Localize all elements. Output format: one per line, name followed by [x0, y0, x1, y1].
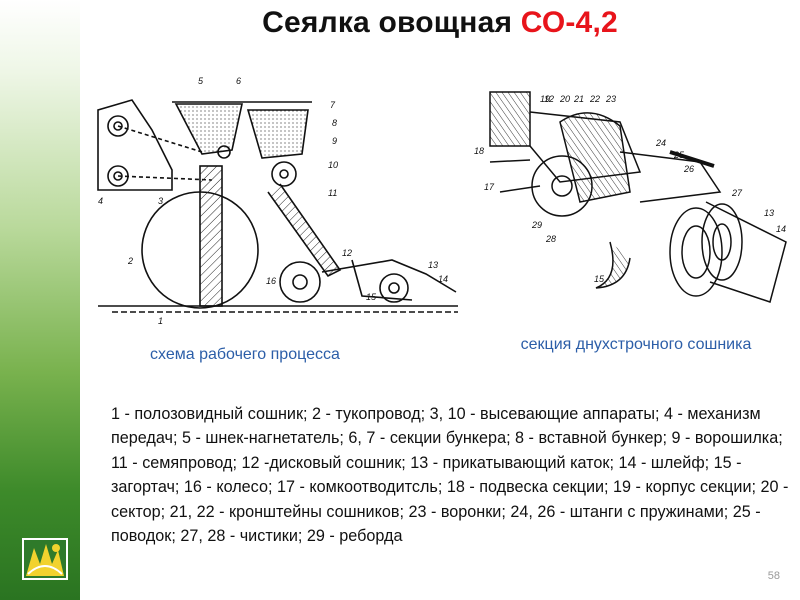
- fig-left-label-10: 10: [328, 160, 338, 170]
- fig-left-label-7: 7: [330, 100, 336, 110]
- fig-right-label-23: 23: [605, 94, 616, 104]
- fig-right-label-18: 18: [474, 146, 484, 156]
- fig-left-label-6: 6: [236, 76, 241, 86]
- fig-left-label-15: 15: [366, 292, 377, 302]
- slide-title: Сеялка овощная СО-4,2: [80, 6, 800, 40]
- fig-right-label-21: 21: [573, 94, 584, 104]
- fig-left-label-5: 5: [198, 76, 204, 86]
- fig-right-label-20: 20: [559, 94, 570, 104]
- fig-left-label-1: 1: [158, 316, 163, 326]
- university-logo-icon: [22, 538, 68, 580]
- fig-left-label-16: 16: [266, 276, 276, 286]
- fig-right-label-19: 19: [540, 94, 550, 104]
- sidebar-gradient: [0, 0, 80, 600]
- fig-right-label-27: 27: [731, 188, 743, 198]
- fig-left-label-4: 4: [98, 196, 103, 206]
- fig-left-label-14: 14: [438, 274, 448, 284]
- fig-right-label-29: 29: [531, 220, 542, 230]
- fig-right-label-12a: 12: [544, 94, 554, 104]
- coulter-section-drawing: 12 13 14 15 17 18 19 20 21 22 23 24 25 2…: [474, 91, 787, 303]
- page-number: 58: [767, 570, 780, 582]
- fig-left-label-11: 11: [328, 188, 337, 198]
- fig-left-label-9: 9: [332, 136, 337, 146]
- working-process-diagram: 1 2 3 4 5 6 7 8 9 10 11 12 13 14 15 16: [97, 76, 458, 326]
- fig-right-label-17: 17: [484, 182, 495, 192]
- fig-right-label-25: 25: [673, 150, 685, 160]
- fig-left-label-12: 12: [342, 248, 352, 258]
- title-model: СО-4,2: [520, 6, 618, 39]
- parts-legend: 1 - полозовидный сошник; 2 - тукопровод;…: [111, 405, 789, 546]
- fig-right-label-24: 24: [655, 138, 666, 148]
- fig-left-label-13: 13: [428, 260, 438, 270]
- fig-right-label-22: 22: [589, 94, 600, 104]
- caption-coulter-section: секция днухстрочного сошника: [520, 336, 752, 353]
- fig-right-label-28: 28: [545, 234, 556, 244]
- fig-right-label-13: 13: [764, 208, 774, 218]
- title-main: Сеялка овощная: [262, 6, 521, 39]
- caption-working-process: схема рабочего процесса: [150, 346, 340, 363]
- fig-right-label-15: 15: [594, 274, 605, 284]
- fig-left-label-3: 3: [158, 196, 163, 206]
- fig-right-label-14: 14: [776, 224, 786, 234]
- fig-right-label-26: 26: [683, 164, 694, 174]
- fig-left-label-2: 2: [127, 256, 133, 266]
- fig-left-label-8: 8: [332, 118, 337, 128]
